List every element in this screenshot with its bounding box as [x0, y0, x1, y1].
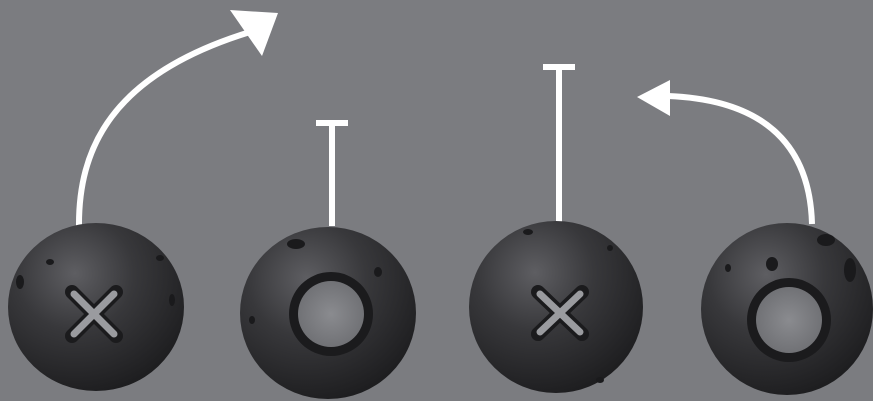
player-x-marker-2: [469, 221, 643, 393]
o-mark-icon: [747, 278, 831, 362]
route-curved-arrow-right: [79, 10, 278, 228]
route-block-t-1: [316, 123, 348, 226]
o-mark-icon: [289, 272, 373, 356]
arrowhead-icon: [637, 80, 670, 116]
player-x-marker-1: [8, 223, 184, 391]
route-curved-arrow-left: [637, 80, 812, 224]
player-o-marker-1: [240, 227, 416, 399]
player-o-marker-2: [701, 223, 873, 395]
route-block-t-2: [543, 67, 575, 222]
